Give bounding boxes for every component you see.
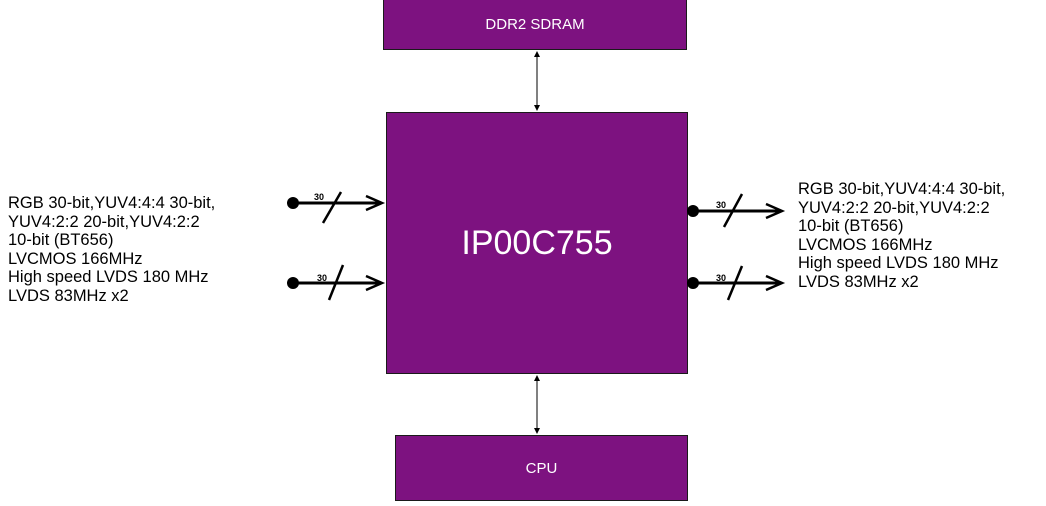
ddr2-sdram-label: DDR2 SDRAM <box>485 15 585 33</box>
arrowhead-icon <box>365 274 386 292</box>
description-line: LVDS 83MHz x2 <box>798 272 919 291</box>
arrowhead-icon <box>765 274 786 292</box>
cpu-block: CPU <box>395 435 688 501</box>
ddr2-sdram-block: DDR2 SDRAM <box>383 0 687 50</box>
description-line: High speed LVDS 180 MHz <box>8 268 209 286</box>
bus-width-slash <box>722 193 744 228</box>
output-format-description: RGB 30-bit,YUV4:4:4 30-bit, YUV4:2:2 20-… <box>798 180 1005 291</box>
output-bus-2: 30 <box>687 265 786 301</box>
arrowhead-icon <box>365 194 386 212</box>
output-bus-1: 30 <box>687 193 786 228</box>
bus-width-slash <box>327 264 345 301</box>
arrowhead-icon <box>765 202 786 220</box>
description-line: LVCMOS 166MHz <box>8 249 143 268</box>
description-line: High speed LVDS 180 MHz <box>798 254 999 272</box>
description-line: YUV4:2:2 20-bit,YUV4:2:2 <box>8 212 200 231</box>
description-line: 10-bit (BT656) <box>798 217 904 235</box>
bus-width-label: 30 <box>716 273 726 283</box>
bus-width-label: 30 <box>317 273 327 283</box>
description-line: YUV4:2:2 20-bit,YUV4:2:2 <box>798 198 990 217</box>
bus-width-label: 30 <box>314 192 324 202</box>
bus-width-label: 30 <box>716 200 726 210</box>
ip-core-label: IP00C755 <box>461 223 613 262</box>
description-line: 10-bit (BT656) <box>8 231 114 249</box>
input-bus-2: 30 <box>287 264 386 301</box>
input-format-description: RGB 30-bit,YUV4:4:4 30-bit, YUV4:2:2 20-… <box>8 194 215 305</box>
bus-width-slash <box>726 265 744 301</box>
description-line: RGB 30-bit,YUV4:4:4 30-bit, <box>8 194 216 212</box>
bus-width-slash <box>321 191 343 224</box>
ip-core-block: IP00C755 <box>386 112 688 374</box>
cpu-label: CPU <box>525 459 558 477</box>
description-line: LVCMOS 166MHz <box>798 235 933 254</box>
description-line: LVDS 83MHz x2 <box>8 286 129 305</box>
description-line: RGB 30-bit,YUV4:4:4 30-bit, <box>798 180 1006 198</box>
input-bus-1: 30 <box>287 191 386 224</box>
